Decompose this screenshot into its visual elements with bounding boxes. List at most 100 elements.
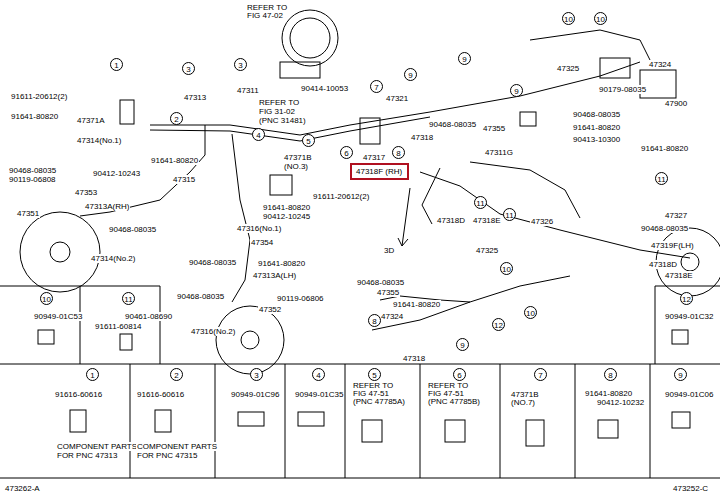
callout-number: 6 bbox=[340, 146, 353, 159]
part-number: 47317 bbox=[362, 153, 386, 162]
callout-number: 9 bbox=[456, 338, 469, 351]
part-number: 47314(No.1) bbox=[76, 136, 122, 145]
part-number: 47316(No.1) bbox=[236, 224, 282, 233]
part-number: 91616-60616 bbox=[54, 390, 103, 399]
callout-number: 10 bbox=[40, 292, 53, 305]
part-number: 47318D bbox=[648, 260, 678, 269]
part-number: (PNC 47785A) bbox=[352, 397, 406, 406]
part-number: 90949-01C96 bbox=[230, 390, 280, 399]
part-number: 90468-08035 bbox=[108, 225, 157, 234]
part-number: 47319F(LH) bbox=[650, 241, 695, 250]
part-number: 90413-10300 bbox=[572, 135, 621, 144]
part-number: 90414-10053 bbox=[300, 84, 349, 93]
callout-number: 7 bbox=[534, 368, 547, 381]
part-number: 91641-80820 bbox=[572, 123, 621, 132]
callout-number: 9 bbox=[458, 52, 471, 65]
part-number: 47318 bbox=[402, 354, 426, 363]
part-number: 47314(No.2) bbox=[90, 254, 136, 263]
part-number: REFER TO bbox=[258, 98, 300, 107]
part-number: 47355 bbox=[482, 124, 506, 133]
part-number: 90468-08035 bbox=[428, 120, 477, 129]
part-number: (NO.7) bbox=[510, 398, 536, 407]
part-number: 91641-80820 bbox=[257, 259, 306, 268]
part-number: FIG 47-02 bbox=[246, 11, 284, 20]
part-number: 47318E bbox=[664, 271, 694, 280]
callout-number: 10 bbox=[594, 12, 607, 25]
callout-number: 10 bbox=[562, 12, 575, 25]
part-number: 90949-01C53 bbox=[33, 312, 83, 321]
callout-number: 11 bbox=[122, 292, 135, 305]
part-number: 91641-80820 bbox=[640, 144, 689, 153]
part-number: 47311 bbox=[236, 86, 260, 95]
callout-number: 12 bbox=[680, 292, 693, 305]
part-number: 47325 bbox=[556, 64, 580, 73]
part-number: 47352 bbox=[258, 305, 282, 314]
callout-number: 9 bbox=[674, 368, 687, 381]
part-number: (PNC 47785B) bbox=[427, 397, 481, 406]
callout-number: 11 bbox=[474, 196, 487, 209]
callout-number: 5 bbox=[368, 368, 381, 381]
part-number: 90468-08035 bbox=[176, 292, 225, 301]
part-number: 90468-08035 bbox=[572, 110, 621, 119]
part-number: 90119-06808 bbox=[8, 175, 57, 184]
part-number: 91611-60814 bbox=[94, 322, 143, 331]
part-number: 47351 bbox=[16, 209, 40, 218]
callout-number: 7 bbox=[370, 80, 383, 93]
part-number: 47900 bbox=[664, 99, 688, 108]
callout-number: 6 bbox=[453, 368, 466, 381]
part-number: 47318E bbox=[472, 216, 502, 225]
part-number: 90949-01C06 bbox=[664, 390, 714, 399]
part-number: 47313A(RH) bbox=[84, 202, 130, 211]
part-number: 90412-10245 bbox=[262, 212, 311, 221]
part-number: 47326 bbox=[530, 217, 554, 226]
callout-number: 10 bbox=[500, 262, 513, 275]
part-number: 90468-08035 bbox=[356, 278, 405, 287]
part-number: FOR PNC 47315 bbox=[136, 451, 198, 460]
part-number: 47355 bbox=[376, 288, 400, 297]
part-number: 47318D bbox=[436, 216, 466, 225]
part-number: 47318F (RH) bbox=[356, 167, 403, 176]
part-number: 91611-20612(2) bbox=[312, 192, 370, 201]
callout-number: 2 bbox=[170, 368, 183, 381]
callout-number: 9 bbox=[404, 68, 417, 81]
callout-number: 4 bbox=[312, 368, 325, 381]
callout-number: 11 bbox=[503, 208, 516, 221]
part-number: 47353 bbox=[74, 188, 98, 197]
callout-number: 8 bbox=[392, 146, 405, 159]
callout-number: 1 bbox=[110, 58, 123, 71]
part-number: 47324 bbox=[380, 312, 404, 321]
part-number: 47313 bbox=[183, 93, 207, 102]
part-number: 91641-80820 bbox=[392, 300, 441, 309]
callout-number: 5 bbox=[302, 134, 315, 147]
callout-number: 10 bbox=[524, 306, 537, 319]
part-number: 91616-60616 bbox=[136, 390, 185, 399]
part-number: 91611-20612(2) bbox=[10, 92, 68, 101]
part-number: 47311G bbox=[484, 148, 514, 157]
part-number: FIG 31-02 bbox=[258, 107, 296, 116]
part-number: COMPONENT PARTS bbox=[136, 442, 218, 451]
part-number: 91641-80820 bbox=[150, 156, 199, 165]
part-number: 90949-01C32 bbox=[664, 312, 714, 321]
part-number: 90468-08035 bbox=[8, 166, 57, 175]
callout-number: 1 bbox=[86, 368, 99, 381]
part-number: 90949-01C35 bbox=[294, 390, 344, 399]
part-number: 47354 bbox=[250, 238, 274, 247]
part-number: 47327 bbox=[664, 211, 688, 220]
callout-number: 3 bbox=[234, 58, 247, 71]
part-number: (PNC 31481) bbox=[258, 116, 307, 125]
part-number: 47318 bbox=[410, 133, 434, 142]
part-number: 47325 bbox=[475, 246, 499, 255]
callout-number: 11 bbox=[655, 172, 668, 185]
part-number: 90179-08035 bbox=[598, 85, 647, 94]
part-number: 90412-10232 bbox=[596, 398, 645, 407]
callout-number: 3 bbox=[182, 62, 195, 75]
part-number: 3D bbox=[383, 246, 395, 255]
callout-number: 9 bbox=[510, 84, 523, 97]
part-number: (NO.3) bbox=[283, 162, 309, 171]
callout-number: 8 bbox=[368, 314, 381, 327]
part-number: 47321 bbox=[385, 94, 409, 103]
callout-number: 12 bbox=[492, 318, 505, 331]
part-number: 47324 bbox=[648, 60, 672, 69]
